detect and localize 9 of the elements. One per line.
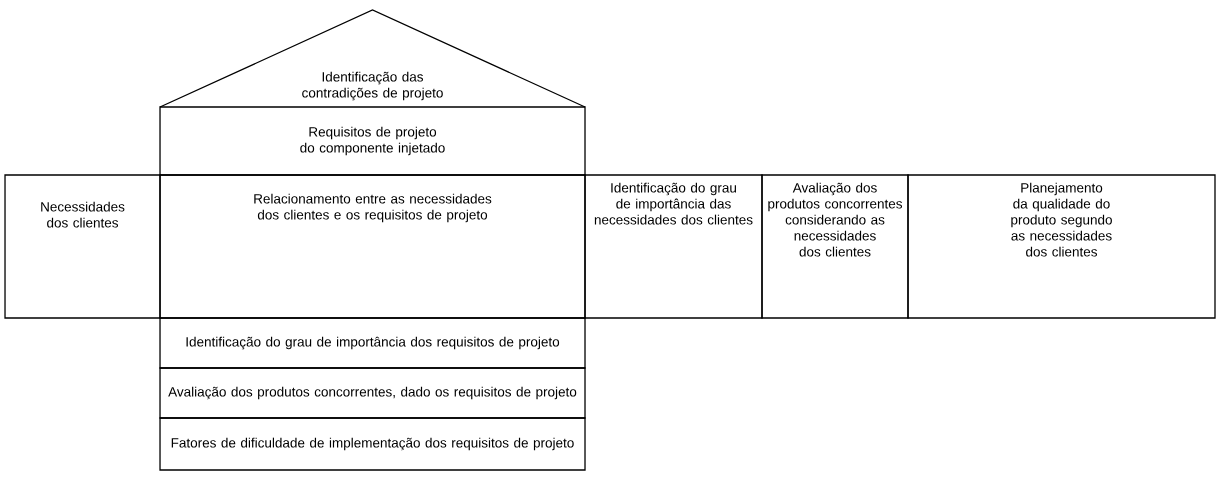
- matrix-cell: Identificação do grau de importância das necessidades dos clientes: [584, 174, 763, 319]
- matrix-cell: Avaliação dos produtos concorrentes considerando as necessidades dos clientes: [761, 174, 909, 319]
- matrix-cell: Planejamento da qualidade do produto segundo as necessidades dos clientes: [907, 174, 1216, 319]
- matrix-cell: Identificação do grau de importância dos requisitos de projeto: [159, 317, 586, 369]
- matrix-cell: Necessidades dos clientes: [4, 174, 161, 319]
- matrix-cell: Requisitos de projeto do componente injetado: [159, 106, 586, 176]
- matrix-cell: Fatores de dificuldade de implementação dos requisitos de projeto: [159, 417, 586, 471]
- matrix-cell: Avaliação dos produtos concorrentes, dado os requisitos de projeto: [159, 367, 586, 419]
- matrix-cell: Relacionamento entre as necessidades dos clientes e os requisitos de projeto: [159, 174, 586, 319]
